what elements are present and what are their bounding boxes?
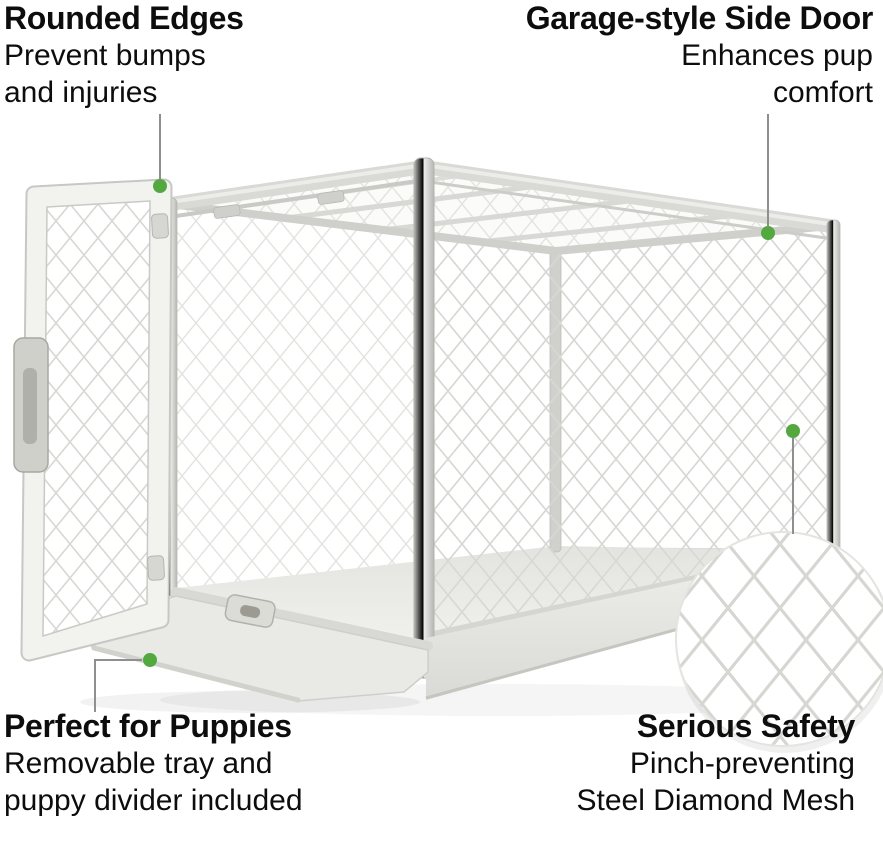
callout-text: Prevent bumps — [4, 39, 206, 72]
callout-serious-safety: Serious Safety Pinch-preventing Steel Di… — [576, 708, 856, 819]
right-wall-mesh — [426, 170, 830, 636]
callout-side-door: Garage-style Side Door Enhances pup comf… — [525, 0, 874, 111]
door-hinge — [147, 555, 165, 581]
callout-perfect-for-puppies: Perfect for Puppies Removable tray and p… — [4, 708, 303, 819]
top-back-rail — [552, 222, 834, 255]
door-hinge — [151, 213, 169, 239]
annotations — [94, 114, 794, 712]
feature-markers — [143, 179, 800, 667]
front-right-post — [413, 157, 435, 679]
marker-side-door — [761, 226, 775, 240]
tray-handle-slot — [240, 605, 261, 618]
marker-safety — [786, 424, 800, 438]
callout-text: puppy divider included — [4, 784, 303, 817]
callout-text: and injuries — [4, 76, 158, 109]
callout-text: Pinch-preventing — [629, 747, 855, 780]
door-mesh — [43, 201, 150, 636]
callout-text: Enhances pup — [681, 39, 873, 72]
callout-title: Serious Safety — [636, 708, 855, 744]
mesh-detail-magnifier — [675, 531, 883, 753]
crate — [13, 157, 844, 703]
marker-puppies — [143, 653, 157, 667]
callout-title: Garage-style Side Door — [525, 0, 874, 36]
leader-line-puppies — [94, 659, 142, 712]
crate-top — [163, 160, 837, 255]
callout-rounded-edges: Rounded Edges Prevent bumps and injuries — [4, 0, 244, 111]
mesh-detail-pattern — [676, 532, 883, 746]
callout-title: Perfect for Puppies — [4, 708, 292, 744]
door-latch-slot — [23, 368, 37, 444]
top-latch — [317, 190, 345, 205]
top-mesh — [170, 167, 830, 251]
crate-front-door-open — [13, 178, 173, 662]
side-door-track — [429, 180, 827, 240]
callout-text: Steel Diamond Mesh — [576, 784, 855, 817]
callout-title: Rounded Edges — [4, 0, 244, 36]
marker-rounded-edges — [153, 179, 167, 193]
top-slat — [478, 211, 750, 245]
tray-handle — [224, 594, 276, 628]
base-front-rail — [171, 587, 433, 651]
top-latch — [213, 204, 241, 219]
callout-text: Removable tray and — [4, 747, 273, 780]
back-right-post — [826, 219, 841, 563]
callout-text: comfort — [772, 76, 873, 109]
